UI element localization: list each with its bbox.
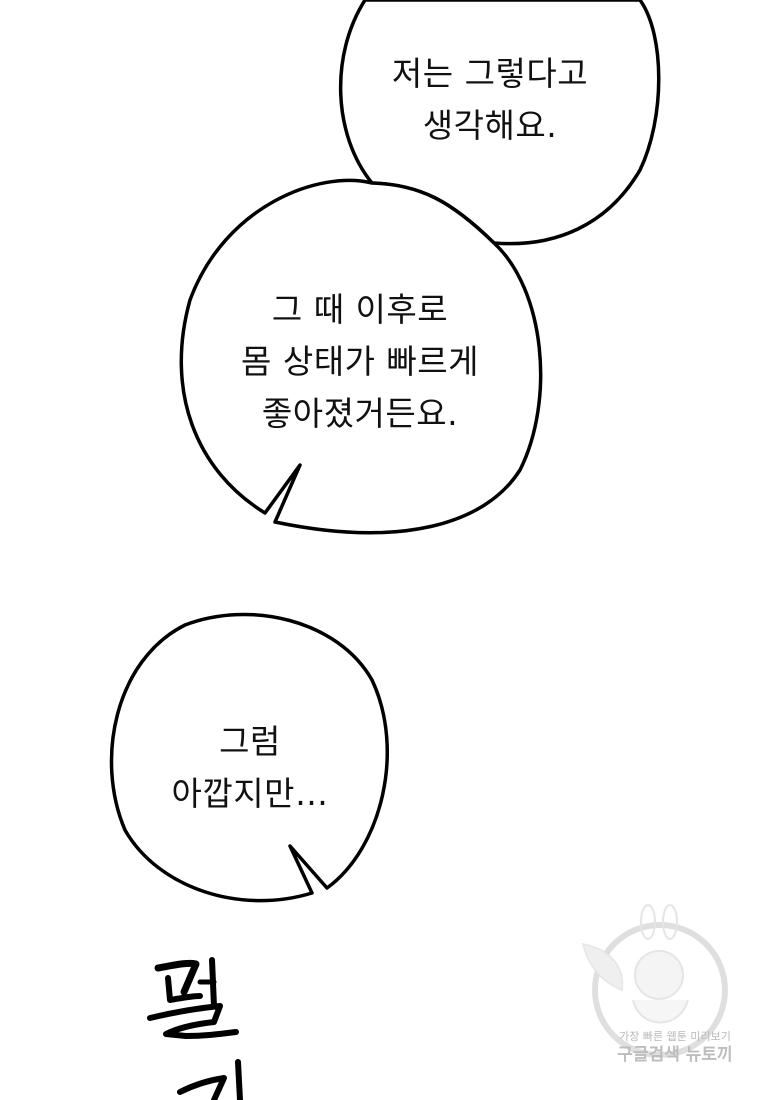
watermark-tagline: 가장 빠른 웹툰 미리보기 <box>619 1030 731 1043</box>
speech-bubble-1-text: 저는 그렇다고 생각해요. <box>360 48 620 152</box>
watermark-logo <box>582 904 728 1058</box>
dialogue-line: 그럼 <box>219 722 281 761</box>
dialogue-line: 몸 상태가 빠르게 <box>241 342 479 381</box>
dialogue-line: 생각해요. <box>422 106 558 145</box>
dialogue-line: 그 때 이후로 <box>271 290 449 329</box>
dialogue-line: 좋아졌거든요. <box>261 394 459 433</box>
dialogue-line: 저는 그렇다고 <box>391 54 589 93</box>
sound-effect <box>147 957 243 1100</box>
speech-bubble-3-text: 그럼 아깝지만… <box>140 716 360 820</box>
dialogue-line: 아깝지만… <box>171 774 329 813</box>
speech-bubble-2-text: 그 때 이후로 몸 상태가 빠르게 좋아졌거든요. <box>195 284 525 440</box>
watermark-text: 가장 빠른 웹툰 미리보기 구글검색 뉴토끼 <box>590 1030 760 1066</box>
speech-bubble-2 <box>179 178 543 535</box>
speech-bubble-3 <box>109 612 390 903</box>
watermark-site: 구글검색 뉴토끼 <box>617 1045 733 1065</box>
